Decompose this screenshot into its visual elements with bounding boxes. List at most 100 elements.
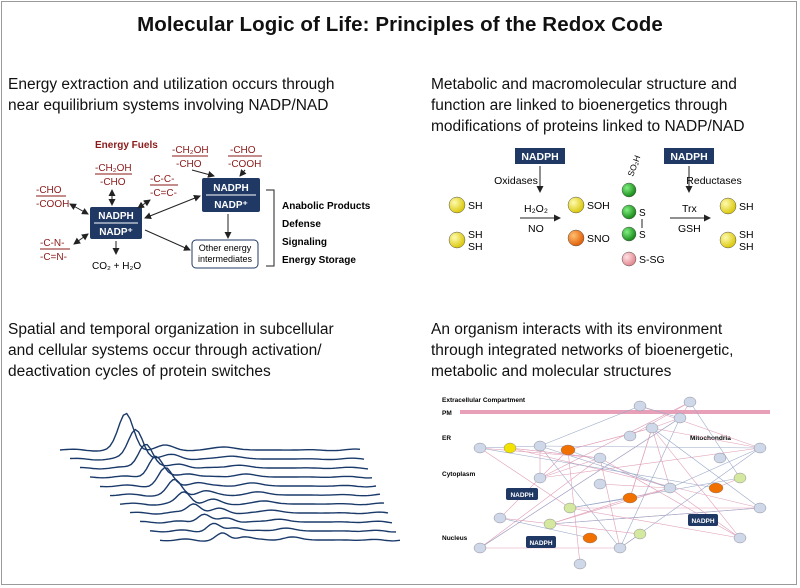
ridge-line <box>159 532 400 542</box>
trx-label: Trx <box>682 203 698 215</box>
caption-line: An organism interacts with its environme… <box>431 321 723 338</box>
ridge-line <box>119 491 385 506</box>
network-edge <box>569 477 741 509</box>
sno-label: SNO <box>587 233 610 245</box>
network-edge <box>651 427 741 539</box>
protein-sphere <box>448 196 466 214</box>
fuel-label: -CHO <box>100 177 126 188</box>
network-node <box>593 478 607 490</box>
network-edge <box>569 507 741 539</box>
caption-line: Metabolic and macromolecular structure a… <box>431 76 737 93</box>
network-edge <box>619 417 681 549</box>
caption-structure: Metabolic and macromolecular structure a… <box>431 74 745 137</box>
ridge-line <box>69 428 365 461</box>
network-edge <box>549 507 761 525</box>
ridge-line <box>89 455 373 479</box>
caption-organism: An organism interacts with its environme… <box>431 319 733 382</box>
network-edge <box>651 427 761 509</box>
plasma-membrane <box>460 410 770 414</box>
network-node <box>683 396 697 408</box>
network-diagram: Extracellular Compartment PM ER Mitochon… <box>442 396 770 570</box>
page-title: Molecular Logic of Life: Principles of t… <box>137 13 663 36</box>
thiol-label: SH <box>468 241 483 253</box>
caption-spatial: Spatial and temporal organization in sub… <box>8 319 334 382</box>
fuel-label: -C-N- <box>40 238 64 249</box>
network-edge <box>479 447 571 509</box>
oxidases-label: Oxidases <box>494 175 538 187</box>
caption-line: Spatial and temporal organization in sub… <box>8 321 334 338</box>
disulfide-label: S <box>639 208 646 219</box>
nadph-box <box>506 488 538 500</box>
ridge-line <box>149 522 396 533</box>
fuel-label: -CHO <box>36 185 62 196</box>
network-node <box>753 442 767 454</box>
no-label: NO <box>528 223 544 235</box>
other-energy-label: Other energy <box>199 243 252 253</box>
protein-sphere <box>621 204 637 220</box>
nadph-box <box>526 536 556 548</box>
thiol-label: SH <box>739 241 754 253</box>
protein-sphere <box>621 251 637 267</box>
nadph-label: NADPH <box>510 492 533 499</box>
network-edge <box>599 457 621 549</box>
protein-sphere <box>448 231 466 249</box>
caption-line: deactivation cycles of protein switches <box>8 363 271 380</box>
protein-sphere <box>621 182 637 198</box>
network-node <box>563 502 577 514</box>
network-node <box>645 422 659 434</box>
network-edge <box>629 401 691 437</box>
network-node <box>473 542 487 554</box>
caption-line: function are linked to bioenergetics thr… <box>431 97 728 114</box>
ridge-line <box>79 443 369 470</box>
caption-line: Energy extraction and utilization occurs… <box>8 76 335 93</box>
protein-sphere <box>567 196 585 214</box>
ridge-line <box>139 513 393 524</box>
network-edge <box>549 497 631 525</box>
network-edge <box>669 487 741 539</box>
network-edge <box>499 517 591 539</box>
disulfide-label: S <box>639 230 646 241</box>
thiol-label: SH <box>739 229 754 241</box>
mito-label: Mitochondria <box>690 435 731 442</box>
network-edge <box>479 447 601 459</box>
extracellular-label: Extracellular Compartment <box>442 397 526 404</box>
network-edge <box>567 427 653 451</box>
network-node <box>593 452 607 464</box>
cytoplasm-label: Cytoplasm <box>442 471 475 478</box>
h2o2-label: H₂O₂ <box>524 203 548 215</box>
ridge-line <box>129 503 389 515</box>
nadph-label: NADPH <box>670 151 707 163</box>
fuel-label: -CH₂OH <box>172 145 209 156</box>
network-node <box>533 440 547 452</box>
network-edge <box>539 445 621 549</box>
network-nodes <box>473 396 767 570</box>
ridge-line <box>99 466 377 488</box>
network-edge <box>599 483 671 489</box>
pm-label: PM <box>442 410 452 417</box>
caption-line: through integrated networks of bioenerge… <box>431 342 734 359</box>
nadph-label: NADPH <box>691 518 714 525</box>
network-edge <box>539 447 761 479</box>
network-node <box>622 492 638 504</box>
network-node <box>733 532 747 544</box>
caption-line: near equilibrium systems involving NADP/… <box>8 97 329 114</box>
caption-line: and cellular systems occur through activ… <box>8 342 322 359</box>
network-node <box>560 444 576 456</box>
protein-sphere <box>719 197 737 215</box>
network-node <box>582 532 598 544</box>
protein-sphere <box>719 231 737 249</box>
network-node <box>473 442 487 454</box>
network-node <box>573 558 587 570</box>
other-energy-box <box>191 239 259 269</box>
network-node <box>673 412 687 424</box>
network-edge <box>651 427 671 489</box>
fuel-label: -CHO <box>230 145 256 156</box>
protein-sphere <box>567 229 585 247</box>
protein-sphere <box>621 226 637 242</box>
network-edge <box>509 447 601 459</box>
ridgeline-group <box>59 412 400 542</box>
network-node <box>533 472 547 484</box>
nadph-label: NADPH <box>521 151 558 163</box>
thiol-label: SH <box>468 229 483 241</box>
ridge-line <box>59 412 361 452</box>
